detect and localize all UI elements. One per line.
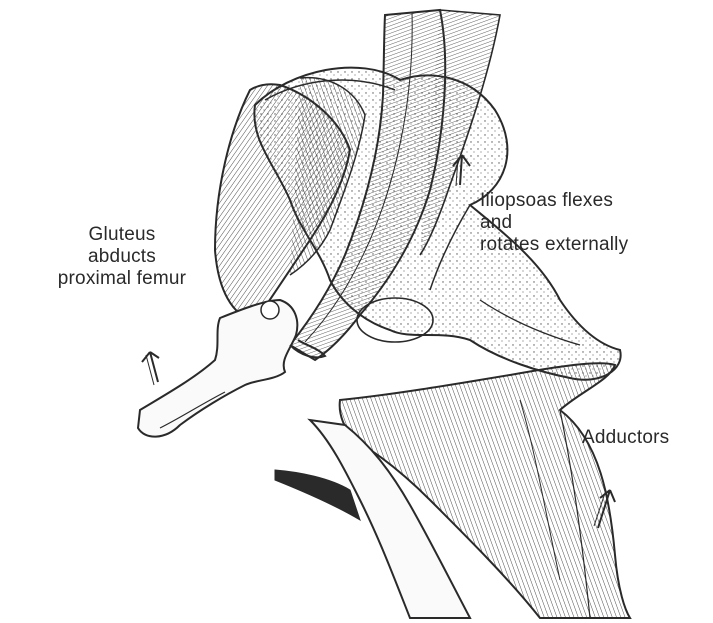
adductors-label: Adductors bbox=[582, 427, 669, 449]
gluteus-label-line: abducts bbox=[22, 246, 222, 268]
gluteus-label-line: Gluteus bbox=[22, 224, 222, 246]
adductors-label-line: Adductors bbox=[582, 427, 669, 449]
iliopsoas-label-line: Iliopsoas flexes bbox=[480, 190, 628, 212]
femur-bone bbox=[138, 300, 325, 437]
gluteus-arrow bbox=[142, 352, 159, 385]
gluteus-label: Gluteus abducts proximal femur bbox=[22, 224, 222, 290]
iliopsoas-label: Iliopsoas flexes and rotates externally bbox=[480, 190, 628, 256]
gluteus-label-line: proximal femur bbox=[22, 268, 222, 290]
iliopsoas-label-line: and bbox=[480, 212, 628, 234]
iliopsoas-label-line: rotates externally bbox=[480, 234, 628, 256]
